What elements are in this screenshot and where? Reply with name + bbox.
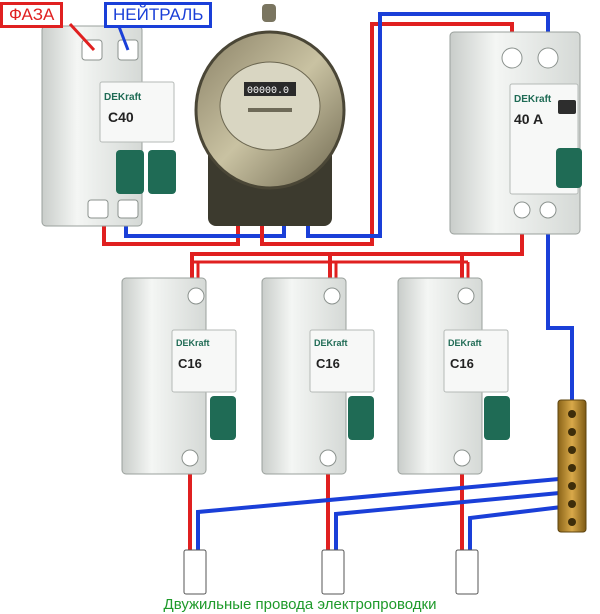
terminal-screw-icon [319,449,337,467]
terminal-screw-icon [537,47,559,69]
branch-breaker-3: DEKraft C16 [397,277,510,475]
breaker-handle[interactable] [116,150,144,194]
main-breaker-brand: DEKraft [104,92,142,103]
outgoing-cable-2 [321,549,345,595]
neutral-out-2 [334,490,571,554]
outgoing-cable-1 [183,549,207,595]
neutral-wire-rcd-to-busbar [546,212,574,404]
busbar-screw-icon [568,428,576,436]
neutral-out-1 [196,476,571,554]
busbar-screw-icon [568,518,576,526]
breaker-handle[interactable] [484,396,510,440]
phase-wire-meter-to-rcd [260,22,514,246]
branch-breaker-rating: C16 [178,356,202,371]
terminal-screw-icon [117,199,139,219]
neutral-label-pointer [116,23,130,51]
busbar-screw-icon [568,464,576,472]
meter-hanger-icon [262,4,276,22]
terminal-screw-icon [87,199,109,219]
terminal-screw-icon [323,287,341,305]
main-breaker-rating: C40 [108,109,134,125]
terminal-screw-icon [181,449,199,467]
diagram-caption: Двужильные провода электропроводки [163,596,437,613]
meter-counter [244,82,296,96]
neutral-busbar [557,399,587,533]
branch-breaker-brand: DEKraft [176,338,210,348]
branch-breaker-rating: C16 [316,356,340,371]
neutral-label: НЕЙТРАЛЬ [104,2,213,28]
busbar-screw-icon [568,410,576,418]
outgoing-cable-3 [455,549,479,595]
phase-label: ФАЗА [0,2,64,28]
branch-breaker-brand: DEKraft [314,338,348,348]
wires [102,12,574,554]
electric-meter: 00000.0 [194,4,346,226]
rcd-handle[interactable] [556,148,582,188]
breaker-handle[interactable] [148,150,176,194]
meter-display: 00000.0 [247,86,289,97]
breaker-handle[interactable] [348,396,374,440]
terminal-screw-icon [457,287,475,305]
rcd-brand: DEKraft [514,94,552,105]
branch-breaker-1: DEKraft C16 [121,277,237,475]
branch-breaker-2: DEKraft C16 [261,277,375,475]
busbar-screw-icon [568,446,576,454]
main-breaker: DEKraft C40 [41,25,176,227]
breaker-handle[interactable] [210,396,236,440]
test-button[interactable] [558,100,576,114]
terminal-screw-icon [501,47,523,69]
terminal-screw-icon [453,449,471,467]
busbar-screw-icon [568,500,576,508]
phase-label-pointer [68,22,96,52]
terminal-screw-icon [513,201,531,219]
busbar-screw-icon [568,482,576,490]
rcd-device: DEKraft 40 A [449,31,582,235]
rcd-rating: 40 A [514,111,543,127]
neutral-wire-meter-to-rcd [306,12,550,238]
branch-breaker-rating: C16 [450,356,474,371]
terminal-screw-icon [187,287,205,305]
branch-breaker-brand: DEKraft [448,338,482,348]
neutral-out-3 [468,504,571,554]
terminal-screw-icon [539,201,557,219]
